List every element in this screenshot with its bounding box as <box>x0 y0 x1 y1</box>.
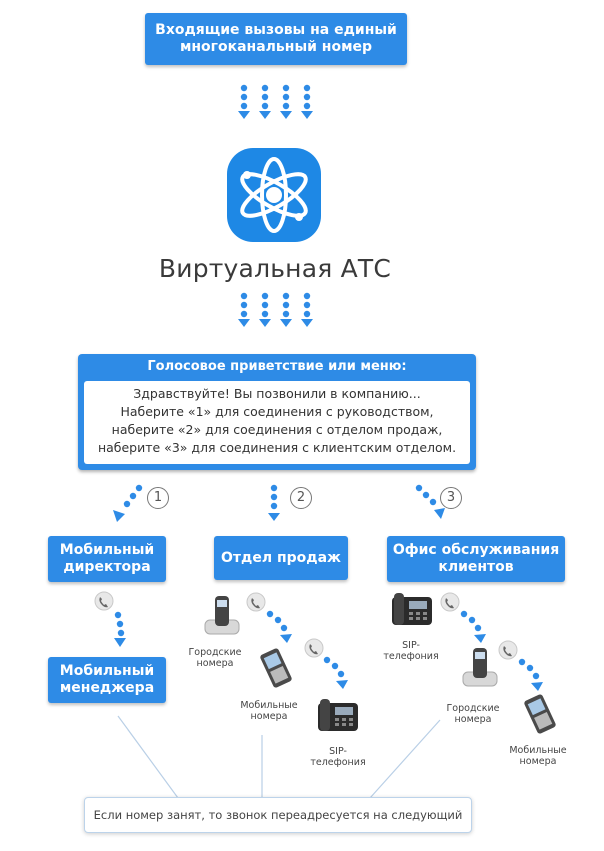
office-chain <box>392 592 557 735</box>
client-office-box: Офис обслуживания клиентов <box>387 536 565 582</box>
label-sip-sales: SIP- телефония <box>310 746 366 768</box>
incoming-calls-box: Входящие вызовы на единый многоканальный… <box>145 13 407 65</box>
director-chain <box>94 591 126 647</box>
label-sip-office: SIP- телефония <box>383 640 439 662</box>
voice-menu-box: Голосовое приветствие или меню: Здравств… <box>78 354 476 470</box>
pbx-arrows <box>238 292 313 327</box>
callout-lines <box>117 715 441 799</box>
label-city-numbers-office: Городские номера <box>446 703 500 725</box>
label-city-numbers-sales: Городские номера <box>188 647 242 669</box>
option-number-2: 2 <box>290 487 312 509</box>
director-mobile-box: Мобильный директора <box>48 536 166 582</box>
branch-arrows <box>113 484 445 522</box>
voice-menu-text: Здравствуйте! Вы позвонили в компанию...… <box>84 381 470 464</box>
brand-name: Виртуальная АТС <box>158 254 392 283</box>
label-mobile-numbers-office: Мобильные номера <box>509 745 567 767</box>
sales-chain <box>204 592 358 731</box>
incoming-arrows <box>238 84 313 119</box>
option-number-3: 3 <box>440 487 462 509</box>
manager-mobile-box: Мобильный менеджера <box>48 657 166 703</box>
atom-logo-icon <box>227 148 321 242</box>
busy-forward-note: Если номер занят, то звонок переадресует… <box>84 797 472 833</box>
voice-menu-title: Голосовое приветствие или меню: <box>147 359 407 374</box>
sales-department-box: Отдел продаж <box>214 536 348 580</box>
label-mobile-numbers-sales: Мобильные номера <box>240 700 298 722</box>
option-number-1: 1 <box>147 487 169 509</box>
